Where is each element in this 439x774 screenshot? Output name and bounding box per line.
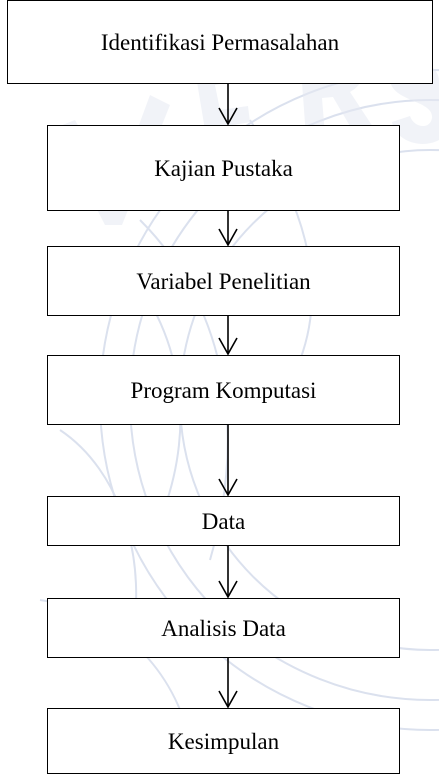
step-box-variabel-penelitian: Variabel Penelitian bbox=[47, 246, 400, 316]
step-label: Kajian Pustaka bbox=[154, 155, 293, 181]
step-box-kesimpulan: Kesimpulan bbox=[47, 708, 400, 774]
connector-arrow bbox=[218, 84, 238, 126]
step-label: Identifikasi Permasalahan bbox=[100, 29, 340, 55]
connector-arrow bbox=[218, 316, 238, 356]
step-label: Variabel Penelitian bbox=[136, 268, 311, 294]
step-box-identifikasi-permasalahan: Identifikasi Permasalahan bbox=[7, 0, 433, 84]
connector-arrow bbox=[218, 546, 238, 599]
step-box-data: Data bbox=[47, 496, 400, 546]
connector-arrow bbox=[218, 658, 238, 709]
connector-arrow bbox=[218, 211, 238, 247]
step-label: Program Komputasi bbox=[130, 377, 317, 403]
step-box-kajian-pustaka: Kajian Pustaka bbox=[47, 125, 400, 211]
step-label: Analisis Data bbox=[161, 615, 286, 641]
step-label: Data bbox=[201, 508, 246, 534]
step-box-program-komputasi: Program Komputasi bbox=[47, 355, 400, 425]
step-label: Kesimpulan bbox=[167, 728, 280, 754]
step-box-analisis-data: Analisis Data bbox=[47, 598, 400, 658]
connector-arrow bbox=[218, 425, 238, 497]
